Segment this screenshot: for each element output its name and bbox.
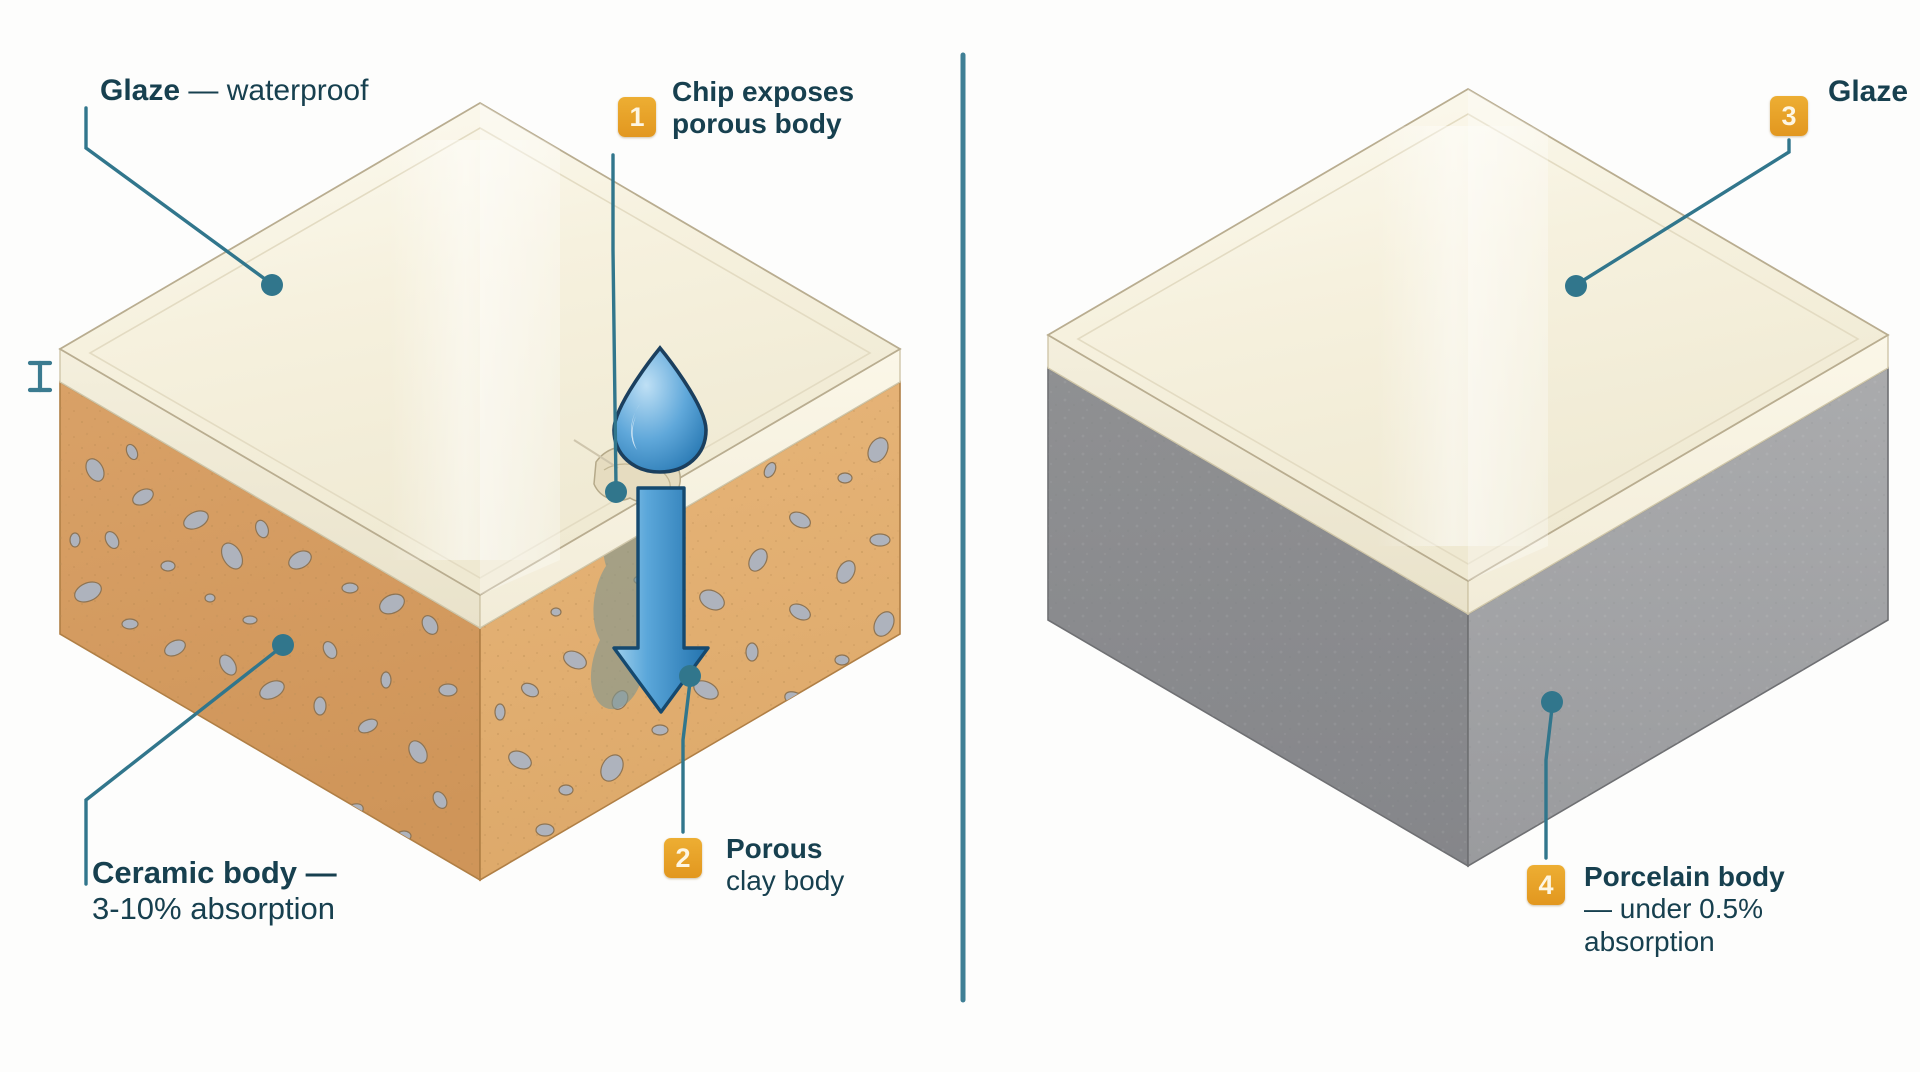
leader-dots-left [261,274,701,687]
porcelain-tile-block [1046,87,1890,868]
label-porous-bold: Porous [726,833,823,864]
label-glaze-rest: — waterproof [180,74,369,107]
callout-badge-4[interactable]: 4 [1527,865,1565,905]
label-porcelain-body: Porcelain body — under 0.5% absorption [1584,861,1849,958]
label-porcelain-rest2: absorption [1584,925,1715,957]
label-ceramic-bold: Ceramic body — [92,855,337,890]
leader-lines-left [84,106,692,886]
callout-badge-3[interactable]: 3 [1770,96,1808,136]
label-porcelain-bold: Porcelain body [1584,861,1785,892]
label-porcelain-rest: — under 0.5% [1584,893,1763,925]
leader-lines-right [1544,138,1791,860]
water-droplet-icon [612,345,708,474]
label-glaze-right: Glaze [1828,75,1909,108]
leader-dots-right [1541,275,1587,713]
label-ceramic-body: Ceramic body — 3-10% absorption [92,855,337,927]
ceramic-tile-block [27,101,902,886]
label-chip-exposes: Chip exposes porous body [672,76,922,141]
label-porous-rest: clay body [726,865,845,897]
callout-badge-2[interactable]: 2 [664,838,702,878]
callout-badge-1[interactable]: 1 [618,97,656,137]
label-glaze-waterproof: Glaze — waterproof [100,74,368,109]
glaze-thickness-marker [27,360,53,393]
label-porous-clay-body: Porous clay body [726,833,844,898]
label-glaze-bold: Glaze [100,74,181,107]
label-chip-line1: Chip exposes [672,76,855,107]
label-ceramic-rest: 3-10% absorption [92,890,335,926]
label-chip-line2: porous body [672,108,842,140]
